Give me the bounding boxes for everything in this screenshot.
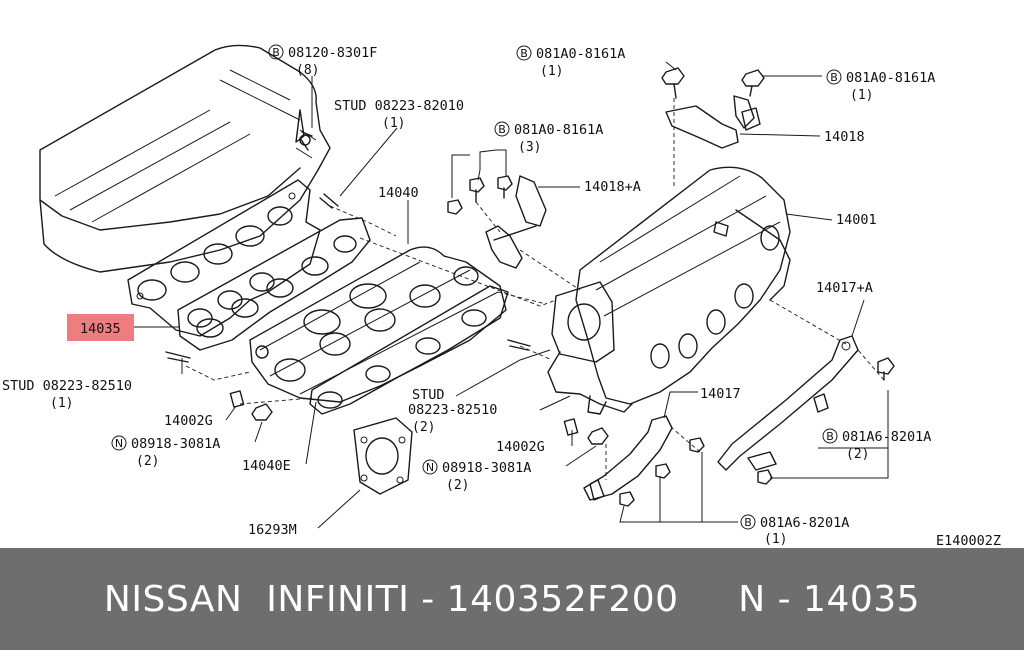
fasteners-drawing xyxy=(165,67,895,507)
bracket-14017-drawing xyxy=(583,415,673,501)
callout-c1-prefix: B xyxy=(272,46,280,59)
callout-c14-qty: (2) xyxy=(136,454,159,469)
callout-c4-qty: (1) xyxy=(850,88,873,103)
callout-c1-label: 08120-8301F xyxy=(288,45,377,61)
callout-c7-label: 14018 xyxy=(824,129,865,145)
callout-c3-label: 081A0-8161A xyxy=(536,46,625,62)
callout-c4-label: 081A0-8161A xyxy=(846,70,935,86)
throttle-gasket-16293m-drawing xyxy=(353,417,413,495)
callout-c12-qty: (1) xyxy=(50,396,73,411)
callout-c5-prefix: B xyxy=(498,123,506,136)
part-number-banner: NISSAN INFINITI - 140352F200 N - 14035 xyxy=(0,548,1024,650)
callout-c17-qty: (2) xyxy=(412,420,435,435)
callout-c6-label: 14018+A xyxy=(584,179,641,195)
cylinder-head-drawing xyxy=(39,44,331,273)
callout-c11-label: 14035 xyxy=(80,321,121,337)
intake-manifold-drawing xyxy=(547,166,791,415)
callout-c23-label: 16293M xyxy=(248,522,297,538)
callout-c5-qty: (3) xyxy=(518,140,541,155)
callout-c21-qty: (2) xyxy=(846,447,869,462)
assembly-lines-drawing xyxy=(185,98,885,480)
callout-c13-label: 14002G xyxy=(164,413,213,429)
manifold-gasket-14040e-drawing xyxy=(309,285,509,415)
callout-c22-label: 081A6-8201A xyxy=(760,515,849,531)
callout-c18-label: 14017 xyxy=(700,386,741,402)
callout-c3-prefix: B xyxy=(520,47,528,60)
callout-c22-prefix: B xyxy=(744,516,752,529)
callout-c8-label: 14040 xyxy=(378,185,419,201)
callout-c4-prefix: B xyxy=(830,71,838,84)
callout-c2-label: STUD 08223-82010 xyxy=(334,98,464,114)
bolt-marker xyxy=(268,44,284,60)
callout-c10-label: 14017+A xyxy=(816,280,873,296)
callout-c19-label: 14002G xyxy=(496,439,545,455)
callout-c3-qty: (1) xyxy=(540,64,563,79)
callout-c2-qty: (1) xyxy=(382,116,405,131)
callout-c1-qty: (8) xyxy=(296,63,319,78)
callout-c15-label: 14040E xyxy=(242,458,291,474)
bracket-14018a-drawing xyxy=(485,175,547,269)
callout-c22-qty: (1) xyxy=(764,532,787,547)
callout-labels: B 08120-8301F (8) STUD 08223-82010 (1) B… xyxy=(2,44,1001,548)
callout-c20-prefix: N xyxy=(426,461,434,474)
parts-diagram: B 08120-8301F (8) STUD 08223-82010 (1) B… xyxy=(2,44,1002,548)
callout-c20-qty: (2) xyxy=(446,478,469,493)
exhaust-manifold-drawing xyxy=(249,246,507,403)
callout-c5-label: 081A0-8161A xyxy=(514,122,603,138)
banner-text: NISSAN INFINITI - 140352F200 N - 14035 xyxy=(103,578,921,620)
callout-c21-prefix: B xyxy=(826,430,834,443)
part-highlight-box xyxy=(67,314,134,341)
drawing-code: E140002Z xyxy=(936,533,1001,548)
callout-c12-label: STUD 08223-82510 xyxy=(2,378,132,394)
callout-c14-label: 08918-3081A xyxy=(131,436,220,452)
callout-c21-label: 081A6-8201A xyxy=(842,429,931,445)
callout-c14-prefix: N xyxy=(115,437,123,450)
bracket-14018-drawing xyxy=(665,95,761,149)
callout-c20-label: 08918-3081A xyxy=(442,460,531,476)
callout-c17-label: 08223-82510 xyxy=(408,402,497,418)
gasket-14035-drawing xyxy=(127,179,321,337)
bracket-14017a-drawing xyxy=(717,335,859,471)
callout-c16-label: STUD xyxy=(412,387,445,403)
callout-c9-label: 14001 xyxy=(836,212,877,228)
leader-lines xyxy=(134,61,889,529)
exploded-view-drawing: B 08120-8301F (8) STUD 08223-82010 (1) B… xyxy=(2,44,1001,548)
exhaust-gasket-drawing xyxy=(177,217,371,351)
